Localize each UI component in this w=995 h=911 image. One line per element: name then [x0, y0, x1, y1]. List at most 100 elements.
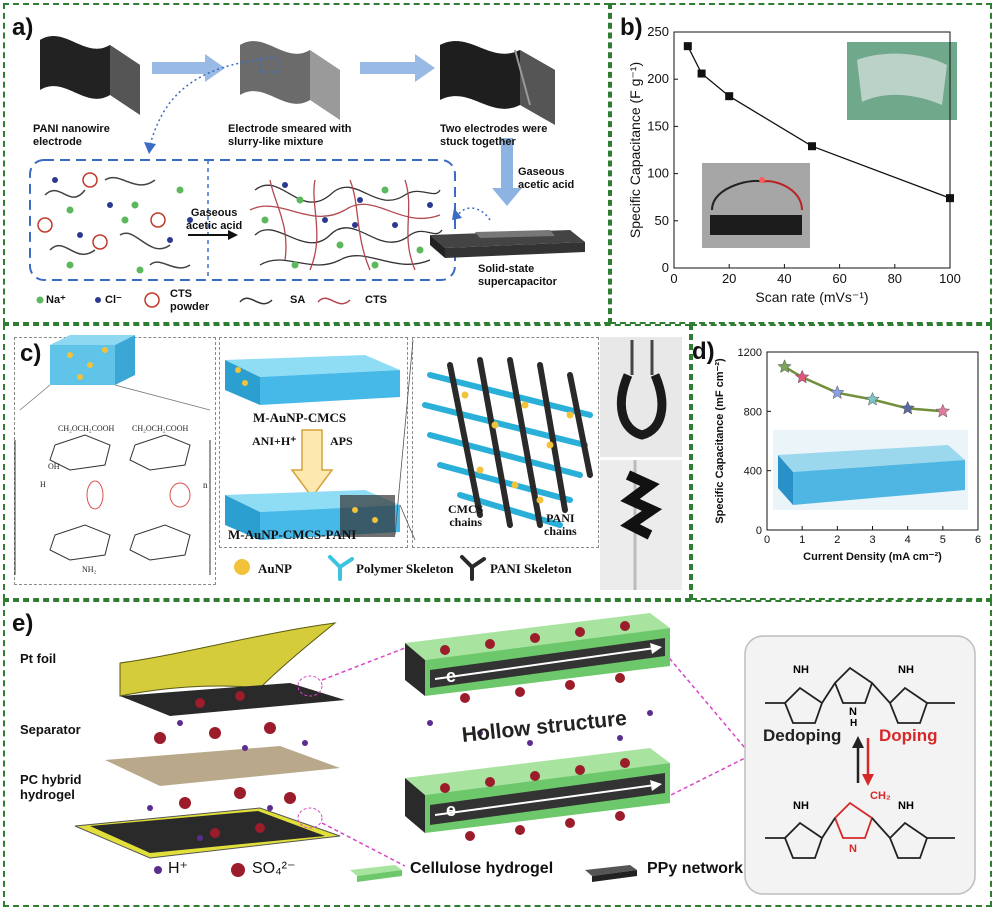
doping-arrows [852, 736, 874, 786]
chem-nh-bottom-1: NH [793, 800, 809, 812]
panel-c-letter: c) [20, 340, 42, 367]
x-tick-label: 80 [888, 271, 902, 286]
gaseous-acid-label-box: Gaseous acetic acid [186, 207, 243, 232]
data-point-square [808, 142, 816, 151]
network-zoom-box [412, 337, 599, 548]
before-mixture [37, 172, 193, 274]
panel-e-letter: e) [12, 610, 34, 637]
ani-label: ANI+H⁺ [252, 434, 297, 448]
series-line [783, 365, 943, 413]
chem-n-1: n [203, 480, 208, 490]
x-tick-label: 100 [939, 271, 961, 286]
y-tick-label: 0 [662, 260, 669, 275]
panel-d-frame [691, 324, 992, 600]
data-point-square [725, 92, 734, 101]
panel-a-legend [36, 292, 351, 308]
return-dotted-arrow [457, 207, 491, 221]
synthesis-arrow [290, 429, 334, 499]
panel-e-frame [3, 600, 992, 907]
chem-ch2: CH₂ [870, 790, 891, 802]
chem-nh2: NH₂ [82, 565, 97, 574]
legend-so4: SO₄²⁻ [252, 860, 296, 877]
process-arrow-2 [360, 54, 435, 82]
data-point-square [683, 42, 692, 51]
y-tick-label: 1200 [738, 347, 762, 359]
panel-c-frame [3, 324, 691, 600]
chem-group-1: CH₂OCH₂COOH [58, 424, 115, 433]
data-point-square [697, 69, 706, 78]
legend-sa: SA [290, 294, 306, 306]
data-point-star [777, 359, 792, 374]
pani-skeleton-icon [460, 555, 486, 581]
x-tick-label: 0 [764, 534, 770, 546]
panel-b-frame [610, 3, 992, 324]
electron-label-top: e [446, 666, 457, 686]
cmcs-chemical-structure [14, 434, 211, 575]
legend-h-plus: H⁺ [168, 860, 188, 877]
cmcs-chains-label: CMCS chains [448, 502, 484, 529]
pt-foil-label: Pt foil [20, 651, 57, 666]
mini-hydrogel-cube [50, 335, 135, 385]
panel-b-letter: b) [620, 14, 643, 41]
solid-state-supercapacitor [430, 230, 585, 258]
pc-hybrid-label: PC hybrid hydrogel [20, 772, 82, 802]
cmcs-slab [225, 355, 400, 405]
y-axis-label: Specific Capacitance (F g⁻¹) [627, 62, 643, 238]
legend-cts: CTS [365, 294, 387, 306]
x-tick-label: 60 [832, 271, 846, 286]
panel-a-frame [3, 3, 610, 324]
chem-n-top: N [849, 706, 857, 718]
chart-axes-frame [673, 31, 951, 269]
x-tick-label: 4 [905, 534, 911, 546]
y-tick-label: 150 [647, 118, 669, 133]
polypyrrole-bottom [765, 801, 955, 859]
chem-h-top: H [850, 718, 858, 729]
cmcs-label: M-AuNP-CMCS [253, 410, 347, 425]
pani-chains-label: PANI chains [544, 511, 577, 538]
after-mixture-network [249, 179, 443, 271]
step1-caption: PANI nanowire electrode [33, 123, 110, 148]
separator-label: Separator [20, 722, 81, 737]
y-tick-label: 200 [647, 71, 669, 86]
panel-d-letter: d) [692, 338, 715, 365]
panel-a-illustration [29, 36, 585, 308]
legend-cellulose-hydrogel: Cellulose hydrogel [410, 860, 554, 877]
gaseous-acid-label-side: Gaseous acetic acid [518, 166, 575, 191]
bent-hydrogel-photo [600, 337, 682, 457]
lower-hollow-tube [405, 748, 670, 833]
process-arrow-down [492, 138, 522, 206]
y-tick-label: 0 [756, 525, 762, 537]
data-point-star [935, 403, 951, 418]
legend-na: Na⁺ [46, 294, 66, 306]
x-tick-label: 40 [777, 271, 791, 286]
y-tick-label: 250 [647, 24, 669, 39]
cmcs-pani-label: M-AuNP-CMCS-PANI [228, 527, 357, 542]
ppy-network-icon [585, 865, 637, 882]
panel-e-illustration [74, 613, 976, 895]
x-tick-label: 2 [834, 534, 840, 546]
x-tick-label: 3 [869, 534, 875, 546]
legend-polymer-skeleton: Polymer Skeleton [356, 561, 454, 576]
legend-cl: Cl⁻ [105, 294, 122, 306]
ions-on-tubes [440, 621, 630, 841]
chem-nh-top-2: NH [898, 664, 914, 676]
doping-label: Doping [879, 726, 938, 745]
product-caption: Solid-state supercapacitor [478, 263, 557, 288]
polypyrrole-top [765, 666, 955, 724]
y-tick-label: 400 [744, 466, 762, 478]
x-tick-label: 1 [799, 534, 805, 546]
data-point-star [830, 385, 845, 400]
chem-oh: OH [48, 462, 60, 471]
zoom-arrows [321, 647, 746, 867]
y-axis-label: Specific Capacitance (mF cm⁻²) [714, 358, 726, 524]
chem-group-2: CH₂OCH₂COOH [132, 424, 189, 433]
chem-nh-bottom-2: NH [898, 800, 914, 812]
data-point-star [865, 391, 880, 406]
y-tick-label: 800 [744, 406, 762, 418]
cmcs-pani-slab [225, 490, 400, 540]
legend-pani-skeleton: PANI Skeleton [490, 561, 572, 576]
legend-cts-powder: CTS powder [170, 288, 210, 313]
upper-electrode-layer [120, 683, 345, 716]
